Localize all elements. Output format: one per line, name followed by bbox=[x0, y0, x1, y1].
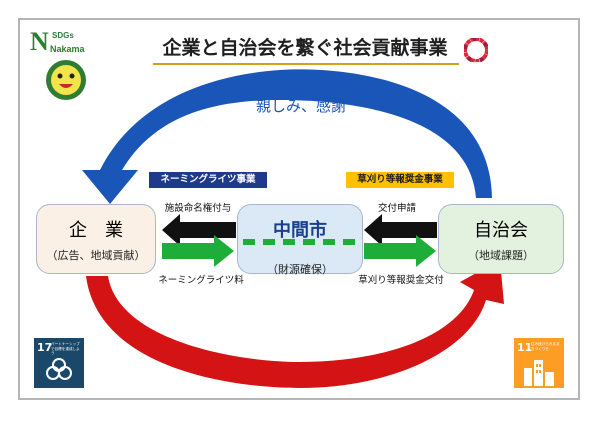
sdg-17-number: 17 bbox=[37, 341, 53, 354]
partnership-icon bbox=[46, 358, 72, 380]
logo-sdgs-text: SDGs bbox=[52, 31, 74, 40]
logo-nakama-text: Nakama bbox=[50, 44, 86, 54]
company-subtitle: （広告、地域貢献） bbox=[46, 249, 146, 262]
label-grass-reward: 草刈り等報奨金交付 bbox=[358, 275, 444, 286]
bottom-arc-arrow bbox=[86, 260, 504, 388]
sdgs-wheel-icon bbox=[464, 38, 488, 62]
sdg-11-text: 住み続けられるまちづくりを bbox=[531, 342, 560, 351]
sdg-17-text: パートナーシップで目標を達成しよう bbox=[51, 342, 80, 355]
association-title: 自治会 bbox=[474, 220, 528, 241]
label-naming-fee: ネーミングライツ料 bbox=[158, 275, 244, 286]
company-title: 企 業 bbox=[69, 220, 123, 241]
label-grant-application: 交付申請 bbox=[377, 203, 416, 214]
arrow-grant-application bbox=[364, 214, 437, 246]
grass-reward-tag: 草刈り等報奨金事業 bbox=[346, 172, 454, 188]
logo-face bbox=[51, 65, 81, 95]
naming-rights-tag: ネーミングライツ事業 bbox=[149, 172, 267, 188]
title-underline bbox=[153, 63, 459, 65]
page-title: 企業と自治会を繋ぐ社会貢献事業 bbox=[162, 37, 448, 59]
city-box: 中間市 （財源確保） bbox=[237, 204, 363, 276]
city-title: 中間市 bbox=[273, 220, 327, 241]
sdg-11-number: 11 bbox=[517, 341, 533, 354]
logo-mouth bbox=[59, 84, 73, 88]
association-box: 自治会 （地域課題） bbox=[438, 204, 564, 274]
company-box: 企 業 （広告、地域貢献） bbox=[36, 204, 156, 274]
arrow-naming-fee bbox=[162, 235, 234, 267]
city-subtitle: （財源確保） bbox=[267, 263, 333, 276]
association-subtitle: （地域課題） bbox=[468, 249, 534, 262]
sdgs-nakama-logo: N SDGs Nakama bbox=[30, 27, 86, 100]
label-naming-grant: 施設命名権付与 bbox=[164, 203, 232, 214]
arrow-grass-reward bbox=[364, 235, 436, 267]
city-buildings-icon bbox=[524, 360, 554, 386]
top-arc-label: 親しみ、感謝 bbox=[255, 97, 346, 115]
sdg-goal-17-badge: 17 パートナーシップで目標を達成しよう bbox=[34, 338, 84, 388]
arrow-naming-grant bbox=[162, 214, 236, 246]
top-arc-arrow bbox=[82, 69, 492, 204]
sdg-goal-11-badge: 11 住み続けられるまちづくりを bbox=[514, 338, 564, 388]
logo-letter: N bbox=[30, 27, 49, 56]
bottom-arc-label: 社会貢献 bbox=[268, 368, 333, 387]
